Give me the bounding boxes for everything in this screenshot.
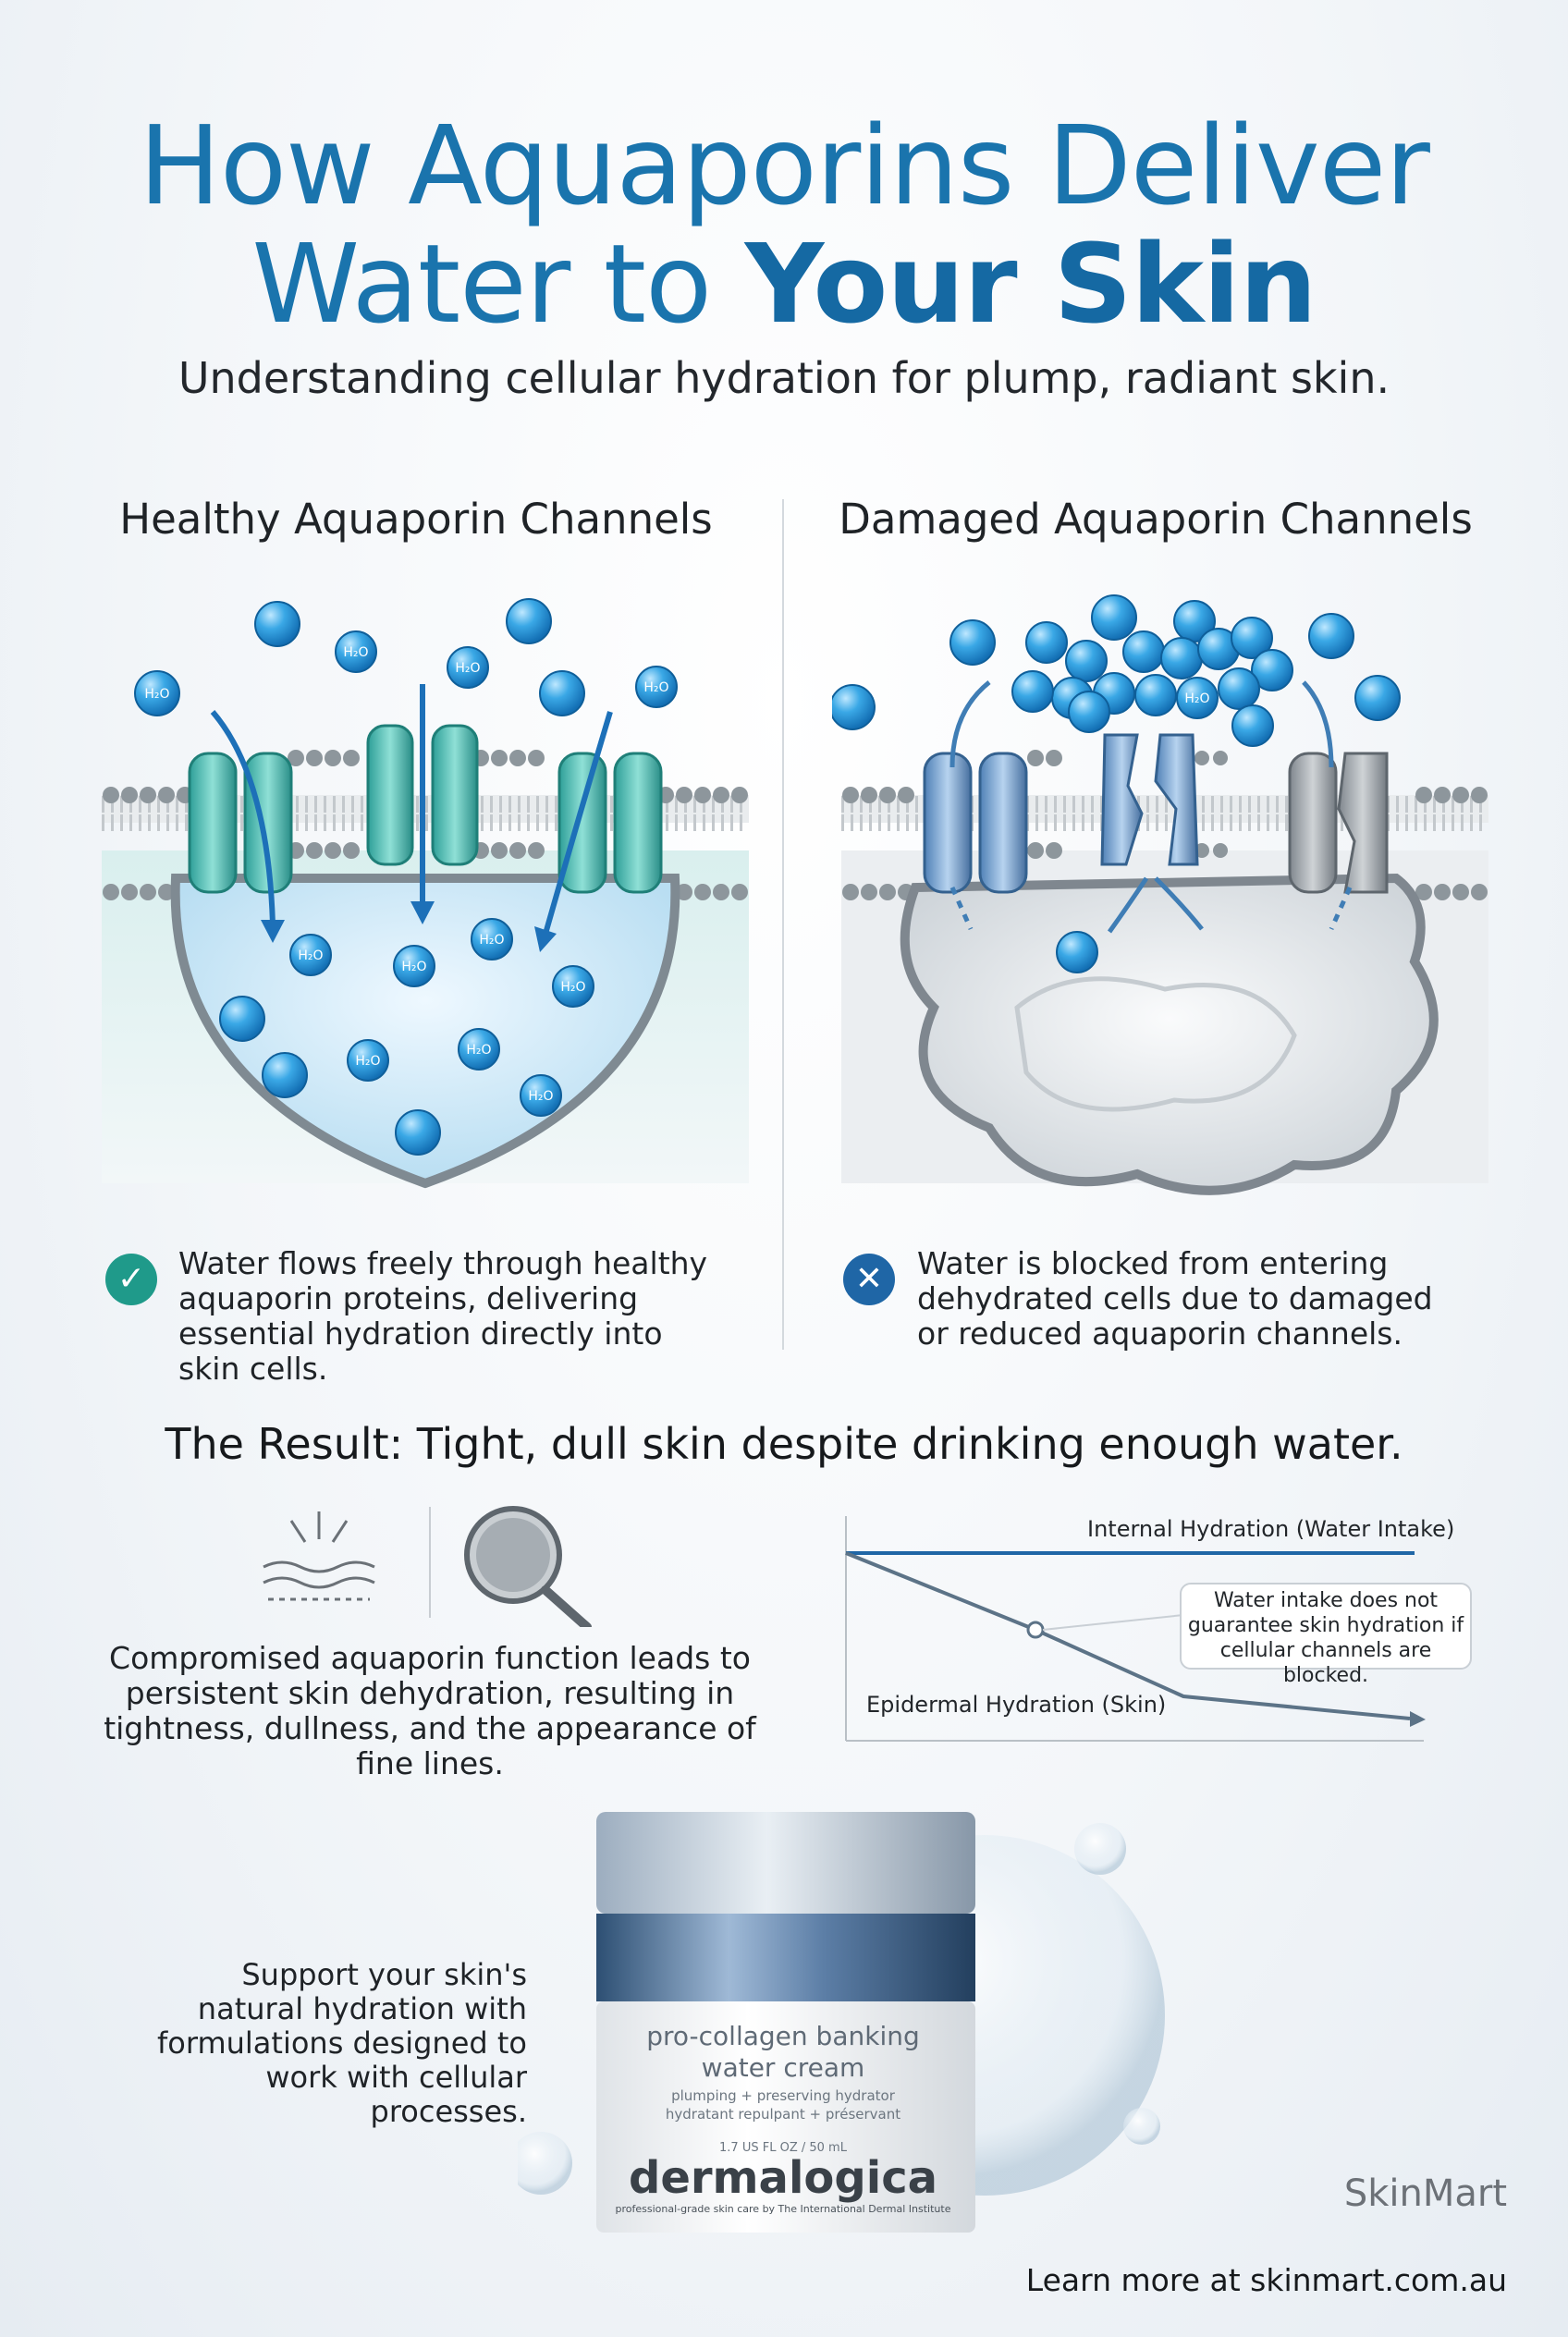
title-line-2: Water to Your Skin xyxy=(0,225,1568,343)
learn-more-link[interactable]: Learn more at skinmart.com.au xyxy=(1025,2262,1507,2298)
healthy-caption: Water flows freely through healthy aquap… xyxy=(178,1245,708,1387)
product-volume: 1.7 US FL OZ / 50 mL xyxy=(719,2141,848,2155)
product-name-line2: water cream xyxy=(702,2052,865,2083)
title-line-2-start: Water to xyxy=(251,220,745,348)
h2o-label: H₂O xyxy=(144,687,169,702)
footer-brand: SkinMart xyxy=(1343,2172,1507,2215)
damaged-caption: Water is blocked from entering dehydrate… xyxy=(917,1245,1433,1352)
h2o-label: H₂O xyxy=(466,1043,491,1058)
page-subtitle: Understanding cellular hydration for plu… xyxy=(178,353,1390,403)
h2o-label: H₂O xyxy=(343,645,368,660)
h2o-label: H₂O xyxy=(1184,691,1209,706)
healthy-cell-illustration: H₂O H₂O H₂O H₂O H₂O H₂O H₂O H₂O H₂O H₂O … xyxy=(102,598,749,1189)
column-divider xyxy=(782,499,784,1350)
h2o-label: H₂O xyxy=(401,960,426,974)
h2o-label: H₂O xyxy=(355,1054,380,1069)
h2o-label: H₂O xyxy=(479,933,504,948)
jar-body xyxy=(596,2001,975,2233)
h2o-label: H₂O xyxy=(298,948,323,963)
blocked-water-droplets xyxy=(832,594,1401,973)
jar-cap xyxy=(596,1812,975,1914)
check-icon: ✓ xyxy=(105,1254,157,1305)
page-title: How Aquaporins Deliver Water to Your Ski… xyxy=(0,106,1568,343)
product-desc-line1: plumping + preserving hydrator xyxy=(671,2087,896,2104)
jar-lid-band xyxy=(596,1914,975,2001)
internal-hydration-label: Internal Hydration (Water Intake) xyxy=(1087,1516,1455,1542)
chart-callout: Water intake does not guarantee skin hyd… xyxy=(1180,1583,1472,1687)
small-bubble xyxy=(518,2132,572,2195)
arrow-heads xyxy=(261,901,557,952)
result-heading: The Result: Tight, dull skin despite dri… xyxy=(165,1419,1403,1469)
title-line-1: How Aquaporins Deliver xyxy=(139,102,1430,229)
h2o-label: H₂O xyxy=(560,980,585,995)
chart-marker xyxy=(1026,1621,1045,1639)
result-icons xyxy=(263,1506,592,1627)
arrow-head xyxy=(1410,1711,1426,1727)
h2o-label: H₂O xyxy=(528,1089,553,1104)
cell-wrinkles xyxy=(1014,976,1297,1112)
hydration-chart xyxy=(845,1516,1426,1742)
h2o-label: H₂O xyxy=(643,680,668,695)
small-bubble xyxy=(1123,2108,1160,2145)
dehydrated-cell xyxy=(900,873,1439,1195)
molecule-labels: H₂O H₂O H₂O H₂O H₂O H₂O H₂O H₂O H₂O H₂O … xyxy=(144,645,668,1104)
h2o-label: H₂O xyxy=(455,661,480,676)
damaged-heading: Damaged Aquaporin Channels xyxy=(839,495,1473,544)
title-emphasis: Your Skin xyxy=(744,220,1317,348)
product-desc-line2: hydratant repulpant + préservant xyxy=(666,2106,900,2123)
support-text: Support your skin's natural hydration wi… xyxy=(157,1957,527,2129)
epidermal-hydration-label: Epidermal Hydration (Skin) xyxy=(866,1692,1167,1718)
epidermal-hydration-line xyxy=(845,1551,1411,1720)
product-name-line1: pro-collagen banking xyxy=(646,2021,920,2051)
inflow-arrows xyxy=(210,684,613,935)
healthy-channels xyxy=(188,724,663,894)
product-jar: pro-collagen banking water cream plumpin… xyxy=(518,1812,1165,2233)
water-droplets xyxy=(134,598,678,1156)
blocked-arrows xyxy=(949,680,1353,934)
result-body: Compromised aquaporin function leads to … xyxy=(104,1640,756,1781)
damaged-cell-illustration: H₂O xyxy=(832,594,1488,1195)
product-brand-tagline: professional-grade skin care by The Inte… xyxy=(616,2203,951,2215)
healthy-heading: Healthy Aquaporin Channels xyxy=(119,495,713,544)
close-icon: ✕ xyxy=(843,1254,895,1305)
product-brand: dermalogica xyxy=(629,2152,937,2204)
damaged-channels xyxy=(923,733,1389,894)
dry-skin-icon xyxy=(263,1511,375,1601)
callout-pointer xyxy=(1042,1614,1184,1631)
magnifier-icon xyxy=(464,1506,592,1627)
small-bubble xyxy=(1074,1823,1126,1875)
